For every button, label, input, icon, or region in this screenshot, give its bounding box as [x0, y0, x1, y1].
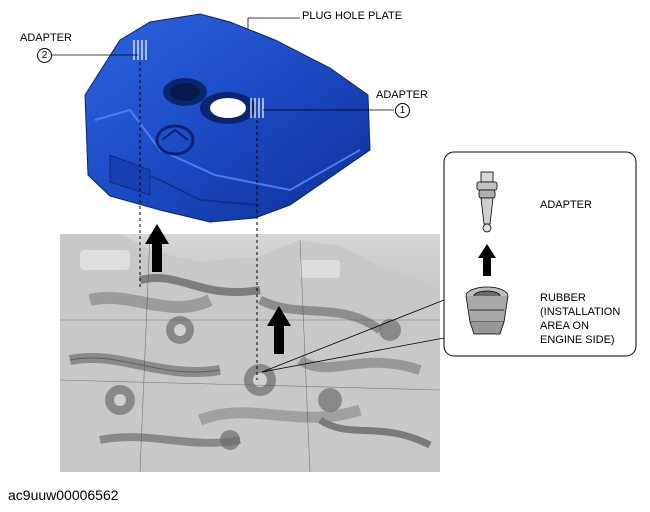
adapter-2-number: 2 [37, 48, 52, 63]
adapter-1-label: ADAPTER [376, 89, 428, 101]
adapter-1-number: 1 [395, 103, 410, 118]
up-arrow-icon-inset [478, 244, 496, 276]
rubber-label-line1: RUBBER [540, 292, 586, 304]
rubber-label-line2: (INSTALLATION [540, 306, 621, 318]
inset-adapter-icon [476, 171, 498, 233]
figure-id: ac9uuw00006562 [8, 487, 119, 503]
rubber-label-line3: AREA ON [540, 320, 589, 332]
plug-hole-plate [84, 13, 371, 223]
rubber-label-line4: ENGINE SIDE) [540, 334, 615, 346]
engine-assembly [59, 233, 441, 473]
adapter-1-marker [250, 98, 264, 118]
inset-rubber-icon [465, 286, 509, 335]
inset-adapter-label: ADAPTER [540, 199, 592, 211]
up-arrow-icon-left [145, 224, 169, 272]
adapter-2-marker [133, 40, 147, 60]
alignment-lines [139, 62, 258, 380]
plug-hole-plate-label: PLUG HOLE PLATE [302, 10, 403, 22]
adapter-2-label: ADAPTER [20, 32, 72, 44]
up-arrow-icon-center [267, 306, 291, 354]
